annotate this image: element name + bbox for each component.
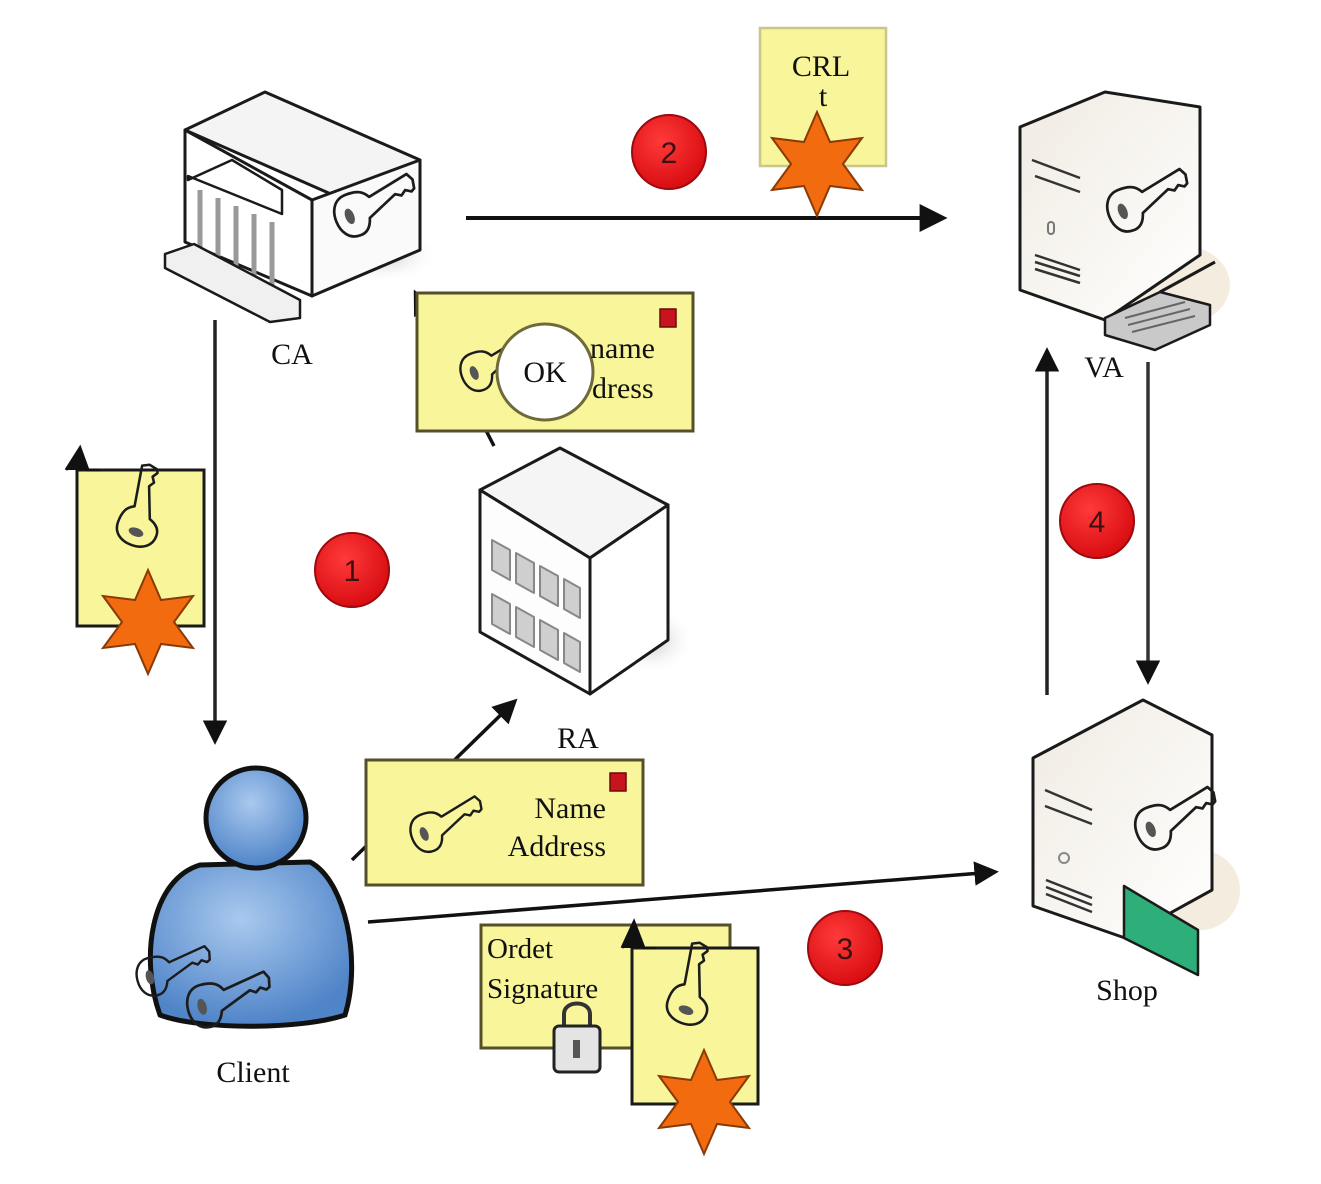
va-label: VA <box>1084 351 1124 384</box>
user-with-keys-icon <box>131 765 355 1033</box>
red-seal <box>659 308 677 328</box>
client-label: Client <box>216 1056 290 1089</box>
client-node[interactable]: Client <box>131 765 355 1089</box>
crl-line1: CRL <box>792 50 850 83</box>
order-line1: Ordet <box>487 933 553 965</box>
shop-node[interactable]: Shop <box>1031 698 1240 1007</box>
va-node[interactable]: VA <box>1018 90 1230 384</box>
approved-request-document[interactable]: OK name dress <box>415 291 695 433</box>
server-key-payment-card-icon <box>1031 698 1214 977</box>
shop-label: Shop <box>1096 974 1158 1007</box>
client-certificate-document[interactable] <box>64 444 206 675</box>
red-seal <box>609 772 627 792</box>
step-badge-2: 2 <box>631 114 707 190</box>
ca-node[interactable]: CA <box>163 90 440 371</box>
ok-stamp-text: OK <box>523 356 567 389</box>
svg-text:4: 4 <box>1089 506 1106 539</box>
client-request-document[interactable]: Name Address <box>364 758 645 887</box>
svg-text:1: 1 <box>344 555 361 588</box>
server-key-card-reader-icon <box>1018 90 1216 352</box>
crl-document[interactable]: CRL t <box>758 26 888 217</box>
step-badge-3: 3 <box>807 910 883 986</box>
approved-line2: dress <box>592 372 654 405</box>
ca-label: CA <box>271 338 313 371</box>
svg-text:2: 2 <box>661 137 678 170</box>
arrow-client-to-shop <box>367 861 999 924</box>
ra-node[interactable]: RA <box>478 446 695 755</box>
crl-line2: t <box>819 80 828 113</box>
step-badge-1: 1 <box>314 532 390 608</box>
approved-line1: name <box>590 332 655 365</box>
order-certificate-document[interactable] <box>620 918 760 1155</box>
step-badge-4: 4 <box>1059 483 1135 559</box>
ra-label: RA <box>557 722 599 755</box>
bank-key-building-icon <box>163 90 422 324</box>
request-line2: Address <box>508 830 606 863</box>
payment-card-icon <box>1122 884 1200 977</box>
office-building-icon <box>478 446 670 696</box>
padlock-icon <box>552 1001 602 1074</box>
ok-stamp <box>495 322 595 422</box>
svg-text:3: 3 <box>837 933 854 966</box>
request-line1: Name <box>534 792 606 825</box>
order-line2: Signature <box>487 973 598 1005</box>
